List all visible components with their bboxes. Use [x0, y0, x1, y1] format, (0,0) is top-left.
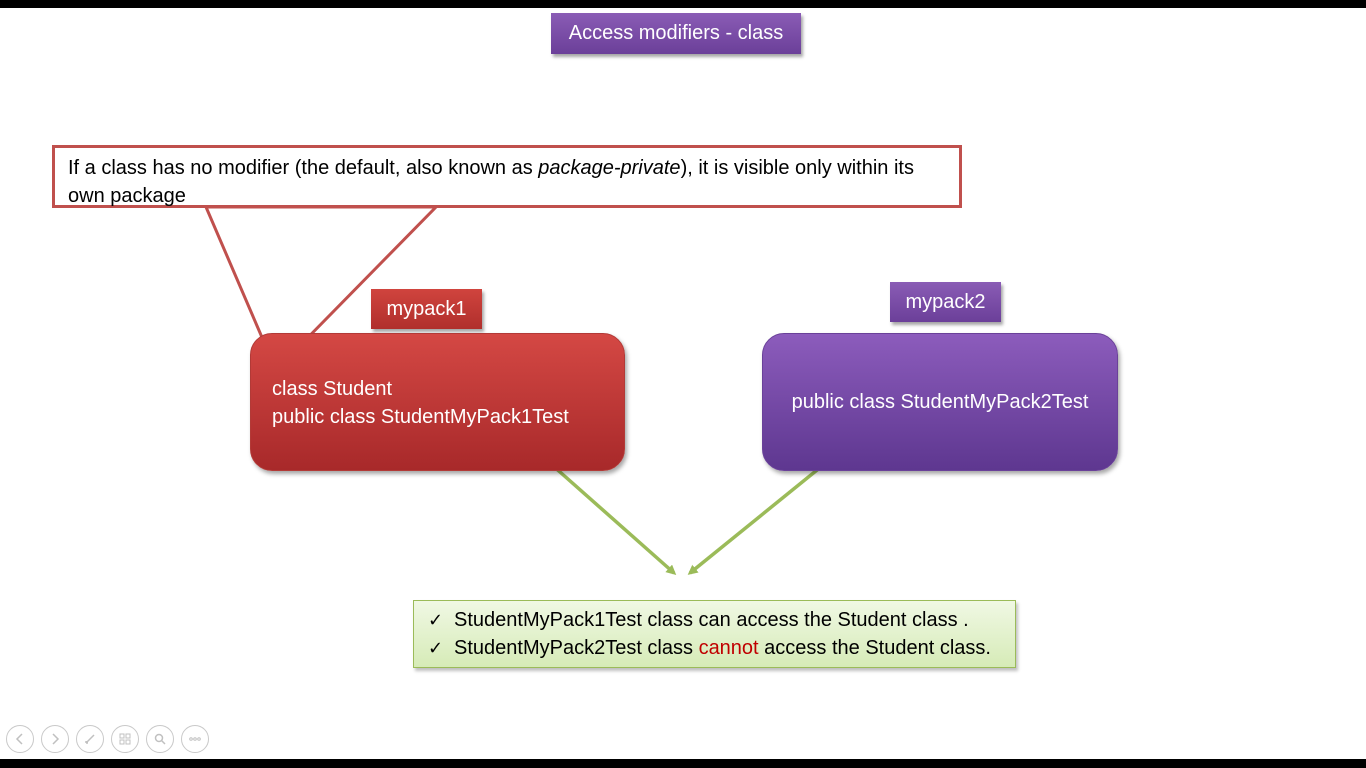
callout-text-end: ), it is visible only within its own pac…	[68, 157, 914, 207]
slide-title-text: Access modifiers - class	[568, 22, 784, 44]
slides-icon[interactable]	[111, 725, 139, 753]
result-text-start: StudentMyPack2Test class	[454, 637, 699, 659]
callout-text-italic: package-private	[538, 157, 681, 179]
zoom-icon[interactable]	[146, 725, 174, 753]
package-label-mypack2: mypack2	[890, 282, 1001, 322]
result-text-end: access the Student class.	[758, 637, 991, 659]
callout-text-start: If a class has no modifier (the default,…	[68, 157, 539, 179]
result-row: ✓ StudentMyPack2Test class cannot access…	[428, 634, 1015, 662]
pen-icon[interactable]	[76, 725, 104, 753]
slide-title: Access modifiers - class	[551, 13, 801, 54]
result-row: ✓ StudentMyPack1Test class can access th…	[428, 606, 1015, 634]
slide: Access modifiers - class If a class has …	[0, 8, 1366, 759]
negation-highlight: cannot	[698, 637, 759, 659]
class-entry: class Student	[272, 378, 393, 400]
check-icon: ✓	[428, 610, 444, 630]
package-box-mypack1: class Student public class StudentMyPack…	[250, 333, 625, 471]
package-name: mypack2	[905, 290, 986, 313]
callout-box: If a class has no modifier (the default,…	[52, 145, 962, 208]
check-icon: ✓	[428, 638, 444, 658]
package-box-mypack2: public class StudentMyPack2Test	[762, 333, 1118, 471]
more-icon[interactable]	[181, 725, 209, 753]
class-entry: public class StudentMyPack1Test	[272, 406, 569, 428]
previous-icon[interactable]	[6, 725, 34, 753]
class-entry: public class StudentMyPack2Test	[791, 390, 1089, 413]
result-text: StudentMyPack2Test class cannot access t…	[454, 634, 991, 662]
slideshow-toolbar	[6, 725, 209, 753]
package-name: mypack1	[386, 297, 467, 320]
result-box: ✓ StudentMyPack1Test class can access th…	[413, 600, 1016, 668]
package-label-mypack1: mypack1	[371, 289, 482, 329]
result-text: StudentMyPack1Test class can access the …	[454, 609, 969, 631]
next-icon[interactable]	[41, 725, 69, 753]
